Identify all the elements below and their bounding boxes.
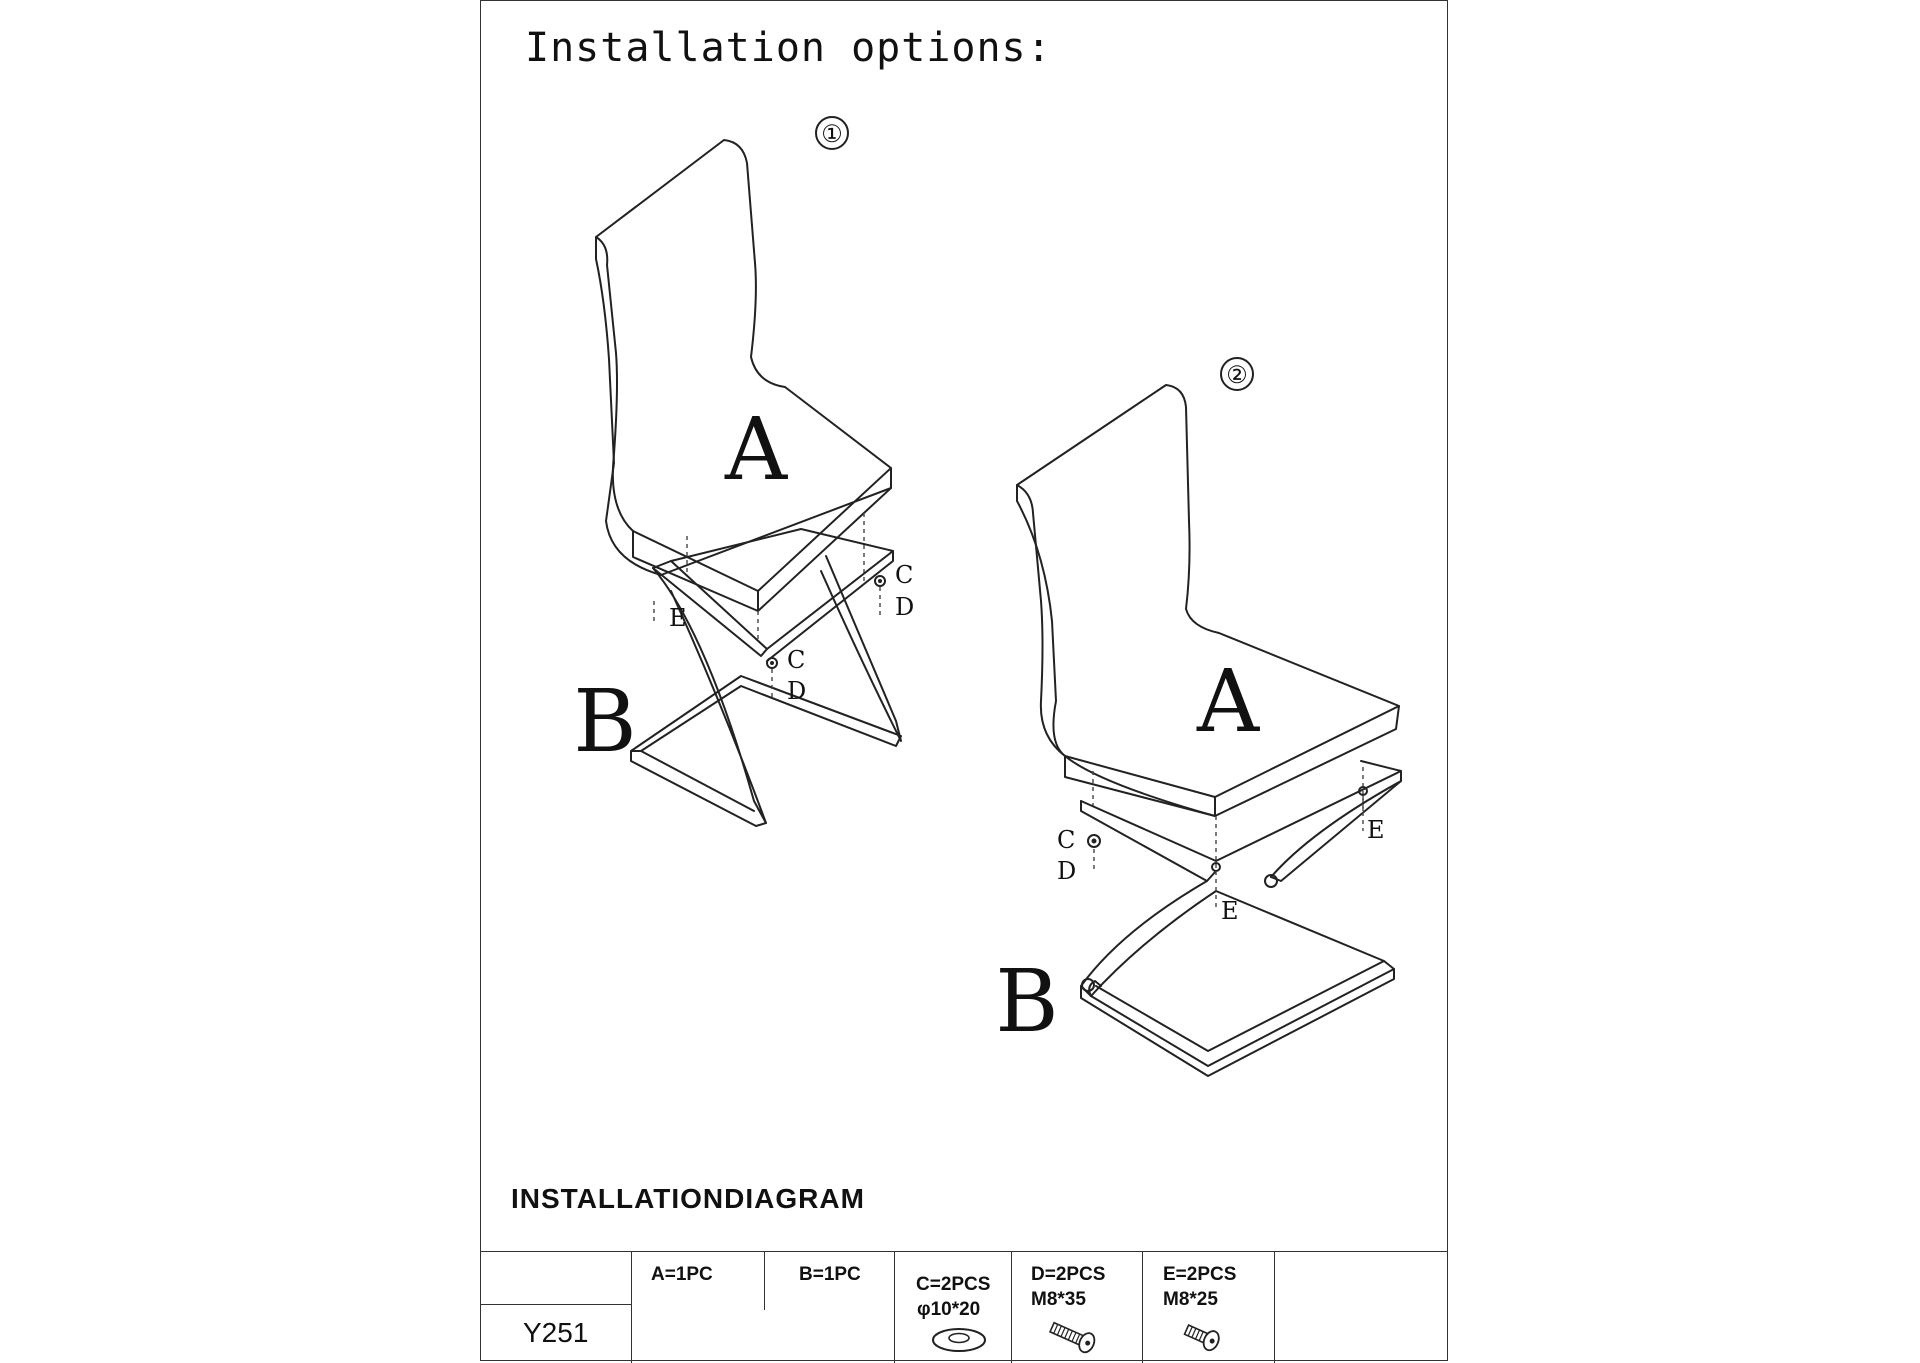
chair-base-b-2	[1080, 760, 1402, 1077]
label-e-2b: E	[1367, 816, 1385, 844]
part-d-count: D=2PCS	[1031, 1264, 1106, 1285]
label-c-1b: C	[787, 646, 805, 674]
option-2-number: ②	[1226, 361, 1248, 389]
page-title: Installation options:	[525, 25, 1052, 71]
label-d-1a: D	[895, 593, 914, 621]
label-c-2: C	[1057, 826, 1075, 854]
bolt-short-icon	[1183, 1324, 1220, 1352]
part-d-spec: M8*35	[1031, 1289, 1086, 1310]
option-2-circle	[1220, 357, 1254, 391]
part-c-spec: φ10*20	[917, 1299, 981, 1320]
diagram-title: INSTALLATIONDIAGRAM	[511, 1183, 865, 1214]
label-e-1: E	[669, 604, 687, 632]
parts-table: Y251 A=1PC B=1PC C=2PCS φ10*20 D=2PCS M8…	[481, 1251, 1447, 1363]
label-d-1b: D	[787, 677, 806, 705]
washer-icon	[932, 1328, 986, 1352]
label-b-2: B	[995, 952, 1058, 1052]
chair-seat-a-2	[1016, 384, 1400, 817]
option-1-circle	[815, 116, 849, 150]
option-1-drawing: ① A	[573, 116, 914, 827]
label-c-1a: C	[895, 561, 913, 589]
chair-base-b-1	[630, 528, 902, 827]
part-b-count: B=1PC	[799, 1264, 861, 1285]
chair-seat-a-1	[595, 139, 892, 612]
label-b-1: B	[573, 672, 636, 772]
label-d-2: D	[1057, 857, 1076, 885]
part-e-spec: M8*25	[1163, 1289, 1218, 1310]
label-a-1: A	[724, 400, 788, 500]
label-e-2a: E	[1221, 897, 1239, 925]
assembly-drawings: ① A	[573, 116, 1402, 1077]
label-a-2: A	[1196, 652, 1260, 752]
bolt-long-icon	[1048, 1321, 1096, 1354]
instruction-sheet: Installation options: ① A	[480, 0, 1448, 1363]
model-code: Y251	[523, 1317, 589, 1348]
option-1-number: ①	[821, 120, 843, 148]
part-a-count: A=1PC	[651, 1264, 713, 1285]
part-e-count: E=2PCS	[1163, 1264, 1237, 1285]
part-c-count: C=2PCS	[916, 1274, 991, 1295]
option-2-drawing: ② A	[995, 357, 1402, 1077]
